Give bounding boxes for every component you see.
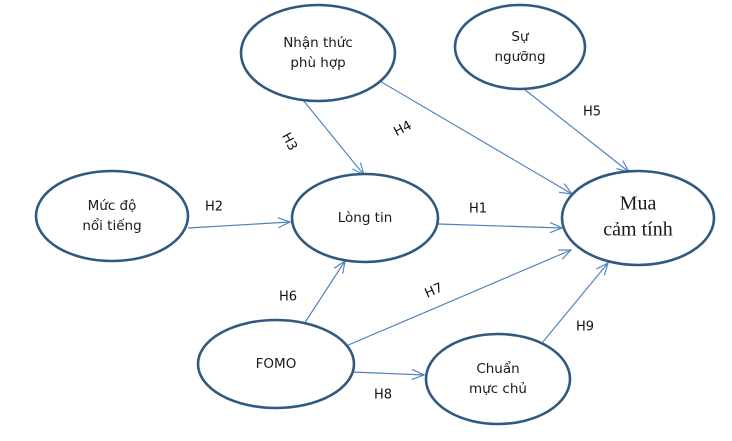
edge-h8 [351, 368, 426, 381]
node-shape-mua-cam-tinh[interactable] [560, 169, 716, 267]
edge-h7 [338, 249, 573, 350]
edges-layer [187, 79, 631, 381]
node-shape-su-nguong[interactable] [453, 3, 587, 91]
node-label-muc-do-noi-tieng-line2: nổi tiếng [82, 217, 141, 234]
edge-label-h8: H8 [374, 388, 392, 403]
edge-h1 [437, 222, 564, 234]
node-label-nhan-thuc-phu-hop-line1: Nhận thức [283, 35, 353, 51]
edge-line-h1 [437, 223, 563, 229]
edge-h9 [541, 261, 609, 344]
node-label-su-nguong-line2: ngưỡng [494, 49, 545, 65]
edge-label-h6: H6 [279, 290, 297, 305]
arrowhead-h1 [549, 222, 564, 234]
edge-h5 [523, 88, 631, 173]
node-muc-do-noi-tieng[interactable]: Mức độ nổi tiếng [34, 169, 190, 263]
edge-line-h5 [523, 88, 630, 173]
edge-line-h4 [377, 79, 573, 195]
edge-h2 [187, 217, 292, 229]
edge-line-h9 [541, 262, 609, 344]
node-label-su-nguong-line1: Sự [511, 29, 530, 45]
node-label-nhan-thuc-phu-hop-line2: phù hợp [290, 55, 345, 71]
edge-label-h7: H7 [423, 280, 446, 301]
node-fomo[interactable]: FOMO [196, 318, 356, 410]
edge-line-h2 [187, 221, 291, 229]
node-su-nguong[interactable]: Sự ngưỡng [453, 3, 587, 91]
node-shape-muc-do-noi-tieng[interactable] [34, 169, 190, 263]
edge-label-h5: H5 [583, 105, 601, 120]
node-nhan-thuc-phu-hop[interactable]: Nhận thức phù hợp [239, 3, 397, 103]
edge-h6 [303, 259, 346, 325]
node-shape-long-tin[interactable] [290, 172, 440, 264]
node-label-chuan-muc-chu-line1: Chuẩn [476, 360, 519, 377]
node-label-chuan-muc-chu-line2: mực chủ [469, 381, 527, 397]
edge-label-h4: H4 [392, 118, 415, 140]
arrowhead-h2 [277, 217, 292, 229]
node-label-muc-do-noi-tieng-line1: Mức độ [88, 198, 137, 214]
edge-label-h1: H1 [469, 202, 487, 217]
edge-label-h2: H2 [205, 200, 223, 215]
edge-h3 [302, 99, 365, 177]
node-label-fomo-line1: FOMO [256, 356, 297, 372]
node-shape-fomo[interactable] [196, 318, 356, 410]
node-chuan-muc-chu[interactable]: Chuẩn mực chủ [424, 332, 572, 426]
arrowhead-h7 [557, 249, 573, 260]
edge-h4 [377, 79, 574, 195]
arrowhead-h8 [411, 368, 426, 381]
node-shape-nhan-thuc-phu-hop[interactable] [239, 3, 397, 103]
node-label-long-tin-line1: Lòng tin [338, 210, 393, 226]
edge-line-h3 [302, 99, 365, 176]
edge-label-h9: H9 [576, 320, 594, 335]
edge-label-h3: H3 [278, 131, 300, 154]
arrowhead-h9 [596, 261, 609, 276]
node-long-tin[interactable]: Lòng tin [290, 172, 440, 264]
edge-line-h7 [338, 249, 572, 350]
node-shape-chuan-muc-chu[interactable] [424, 332, 572, 426]
edge-line-h8 [351, 371, 425, 376]
node-label-mua-cam-tinh-line2: cảm tính [603, 219, 672, 241]
edge-line-h6 [303, 260, 346, 325]
node-label-mua-cam-tinh-line1: Mua [620, 193, 657, 215]
node-mua-cam-tinh[interactable]: Mua cảm tính [560, 169, 716, 267]
